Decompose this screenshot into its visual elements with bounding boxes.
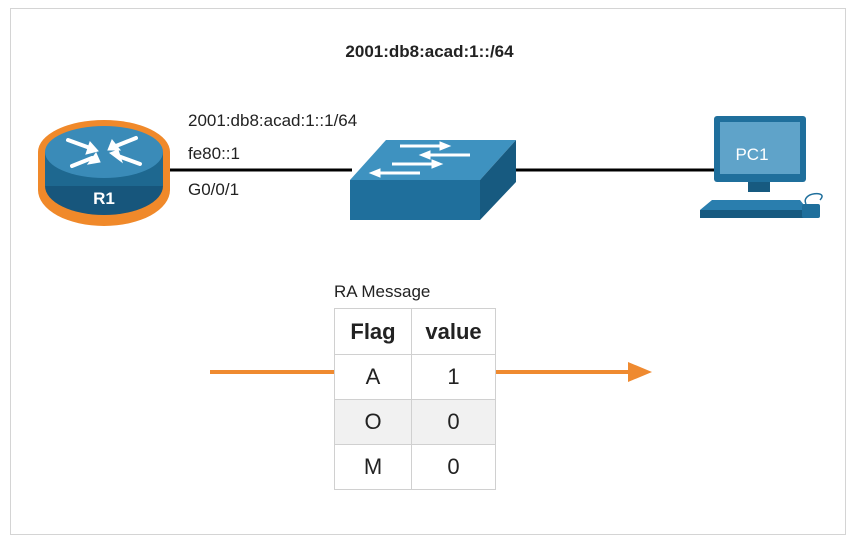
- table-row: M 0: [334, 444, 496, 490]
- table-header-row: Flag value: [334, 308, 496, 355]
- router-link-local-address: fe80::1: [188, 144, 240, 163]
- table-row: O 0: [334, 399, 496, 445]
- flag-cell: M: [334, 444, 412, 490]
- switch-icon: [350, 140, 516, 220]
- pc-label: PC1: [735, 145, 768, 164]
- pc-icon: [700, 116, 823, 218]
- table-row: A 1: [334, 354, 496, 400]
- ra-flags-table: Flag value A 1 O 0 M 0: [334, 308, 496, 490]
- ra-message-title: RA Message: [334, 282, 431, 301]
- flag-cell: O: [334, 399, 412, 445]
- value-cell: 1: [411, 354, 496, 400]
- router-label: R1: [93, 189, 115, 208]
- router-interface-label: G0/0/1: [188, 180, 240, 199]
- column-header-flag: Flag: [334, 308, 412, 355]
- value-cell: 0: [411, 399, 496, 445]
- router-global-address: 2001:db8:acad:1::1/64: [188, 111, 358, 130]
- subnet-prefix-label: 2001:db8:acad:1::/64: [345, 42, 514, 61]
- ra-arrow-head: [628, 362, 652, 382]
- router-icon: [38, 120, 170, 226]
- column-header-value: value: [411, 308, 496, 355]
- diagram-frame: [10, 8, 846, 535]
- flag-cell: A: [334, 354, 412, 400]
- value-cell: 0: [411, 444, 496, 490]
